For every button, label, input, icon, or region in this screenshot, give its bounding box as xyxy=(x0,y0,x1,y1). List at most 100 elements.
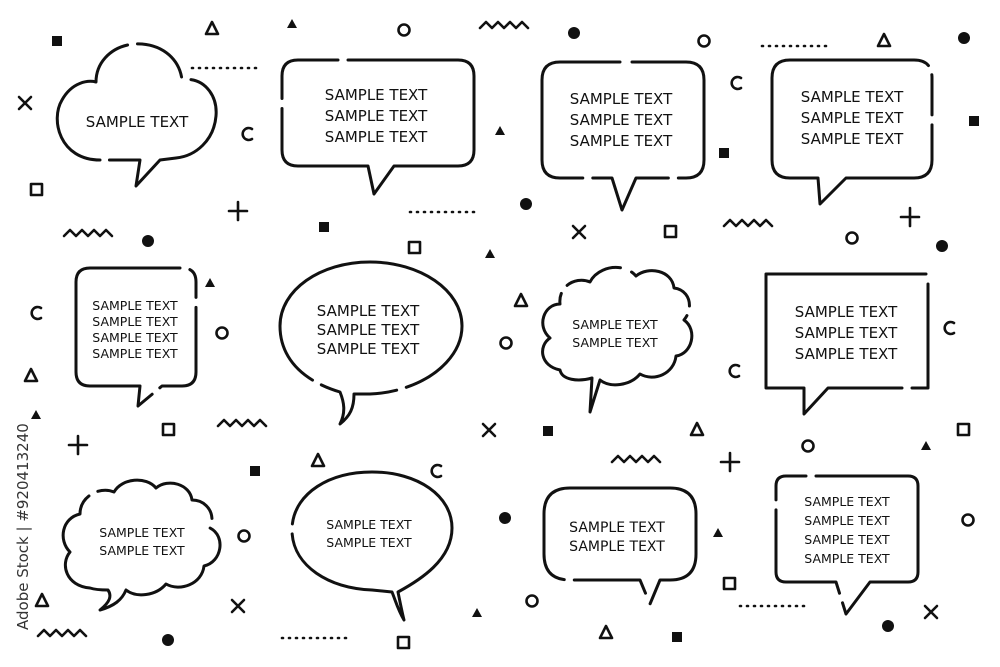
bubble-text-line: SAMPLE TEXT xyxy=(804,494,890,509)
square-icon xyxy=(719,148,729,158)
x-cross-icon xyxy=(481,422,497,438)
bubble-text-line: SAMPLE TEXT xyxy=(92,330,178,345)
square-outline-icon xyxy=(956,422,971,437)
bubble-text-line: SAMPLE TEXT xyxy=(804,513,890,528)
ring-icon xyxy=(215,326,229,340)
square-icon xyxy=(52,36,62,46)
ring-icon xyxy=(499,336,513,350)
bubble-text-line: SAMPLE TEXT xyxy=(317,340,420,358)
bubble-text-line: SAMPLE TEXT xyxy=(92,314,178,329)
bubble-ellipse-10: SAMPLE TEXT SAMPLE TEXT xyxy=(290,470,454,622)
triangle-icon xyxy=(472,608,482,617)
dot-icon xyxy=(142,235,154,247)
ring-icon xyxy=(697,34,711,48)
decorations xyxy=(17,19,979,650)
bubble-text-line: SAMPLE TEXT xyxy=(92,298,178,313)
bubble-rounded-square-5: SAMPLE TEXT SAMPLE TEXT SAMPLE TEXT SAMP… xyxy=(74,266,198,408)
bubble-text-line: SAMPLE TEXT xyxy=(326,517,412,532)
ring-icon xyxy=(801,439,815,453)
bubble-text-line: SAMPLE TEXT xyxy=(804,532,890,547)
c-arc-icon xyxy=(943,320,956,336)
triangle-outline-icon xyxy=(689,421,705,437)
bubble-text-line: SAMPLE TEXT xyxy=(795,345,898,363)
dot-icon xyxy=(936,240,948,252)
triangle-icon xyxy=(31,410,41,419)
bubble-rounded-rect-12: SAMPLE TEXT SAMPLE TEXT SAMPLE TEXT SAMP… xyxy=(774,474,920,616)
bubble-text-line: SAMPLE TEXT xyxy=(795,324,898,342)
bubble-cloud-9: SAMPLE TEXT SAMPLE TEXT xyxy=(61,478,222,612)
dot-icon xyxy=(958,32,970,44)
square-icon xyxy=(319,222,329,232)
bubble-text-line: SAMPLE TEXT xyxy=(795,303,898,321)
square-icon xyxy=(250,466,260,476)
zigzag-icon xyxy=(722,218,774,228)
bubble-cloud-1: SAMPLE TEXT xyxy=(55,42,218,188)
ring-icon xyxy=(397,23,411,37)
bubble-text-line: SAMPLE TEXT xyxy=(572,317,658,332)
triangle-outline-icon xyxy=(310,452,326,468)
bubble-text-line: SAMPLE TEXT xyxy=(804,551,890,566)
triangle-outline-icon xyxy=(204,20,220,36)
c-arc-icon xyxy=(30,305,43,321)
bubble-text-line: SAMPLE TEXT xyxy=(570,132,673,150)
bubble-text-line: SAMPLE TEXT xyxy=(325,128,428,146)
square-icon xyxy=(543,426,553,436)
dot-icon xyxy=(568,27,580,39)
bubble-text-line: SAMPLE TEXT xyxy=(570,90,673,108)
triangle-outline-icon xyxy=(513,292,529,308)
plus-icon xyxy=(899,206,921,228)
square-outline-icon xyxy=(407,240,422,255)
bubble-text-line: SAMPLE TEXT xyxy=(325,86,428,104)
plus-icon xyxy=(719,451,741,473)
bubble-text-line: SAMPLE TEXT xyxy=(99,525,185,540)
x-cross-icon xyxy=(923,604,939,620)
plus-icon xyxy=(67,434,89,456)
bubble-text-line: SAMPLE TEXT xyxy=(572,335,658,350)
square-outline-icon xyxy=(396,635,411,650)
bubble-text-line: SAMPLE TEXT xyxy=(570,111,673,129)
bubble-text-line: SAMPLE TEXT xyxy=(569,520,665,536)
bubble-text-line: SAMPLE TEXT xyxy=(801,109,904,127)
ring-icon xyxy=(961,513,975,527)
x-cross-icon xyxy=(17,95,33,111)
square-icon xyxy=(672,632,682,642)
bubble-text-line: SAMPLE TEXT xyxy=(317,302,420,320)
dot-icon xyxy=(520,198,532,210)
triangle-outline-icon xyxy=(34,592,50,608)
c-arc-icon xyxy=(728,363,741,379)
ring-icon xyxy=(525,594,539,608)
triangle-outline-icon xyxy=(876,32,892,48)
bubble-cloud-7: SAMPLE TEXT SAMPLE TEXT xyxy=(541,266,694,414)
square-outline-icon xyxy=(663,224,678,239)
x-cross-icon xyxy=(571,224,587,240)
zigzag-icon xyxy=(216,418,268,428)
bubble-rounded-rect-2: SAMPLE TEXT SAMPLE TEXT SAMPLE TEXT xyxy=(280,58,476,196)
bubble-rounded-rect-3: SAMPLE TEXT SAMPLE TEXT SAMPLE TEXT xyxy=(540,60,706,212)
bubble-rounded-rect-4: SAMPLE TEXT SAMPLE TEXT SAMPLE TEXT xyxy=(770,58,934,206)
square-outline-icon xyxy=(722,576,737,591)
square-icon xyxy=(969,116,979,126)
ring-icon xyxy=(845,231,859,245)
triangle-icon xyxy=(485,249,495,258)
dot-icon xyxy=(499,512,511,524)
bubble-text-line: SAMPLE TEXT xyxy=(325,107,428,125)
triangle-icon xyxy=(287,19,297,28)
bubble-rounded-rect-11: SAMPLE TEXT SAMPLE TEXT xyxy=(542,486,698,606)
plus-icon xyxy=(227,200,249,222)
ring-icon xyxy=(237,529,251,543)
triangle-outline-icon xyxy=(23,367,39,383)
triangle-icon xyxy=(713,528,723,537)
bubble-text-line: SAMPLE TEXT xyxy=(326,535,412,550)
triangle-icon xyxy=(205,278,215,287)
bubble-text-line: SAMPLE TEXT xyxy=(569,539,665,555)
c-arc-icon xyxy=(730,75,743,91)
bubble-text-line: SAMPLE TEXT xyxy=(92,346,178,361)
bubble-text-line: SAMPLE TEXT xyxy=(86,113,189,131)
triangle-icon xyxy=(495,126,505,135)
zigzag-icon xyxy=(610,454,662,464)
bubble-text-line: SAMPLE TEXT xyxy=(99,543,185,558)
square-outline-icon xyxy=(161,422,176,437)
bubble-ellipse-6: SAMPLE TEXT SAMPLE TEXT SAMPLE TEXT xyxy=(278,260,464,426)
triangle-icon xyxy=(921,441,931,450)
